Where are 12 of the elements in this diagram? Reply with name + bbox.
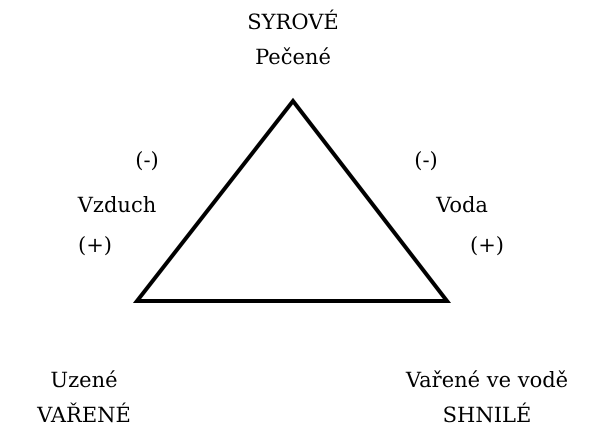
sign-label: (-)	[135, 148, 159, 172]
element-label: Voda	[436, 193, 488, 217]
category-label: SYROVÉ	[247, 10, 339, 34]
element-label: Vzduch	[78, 193, 156, 217]
category-label: VAŘENÉ	[37, 403, 131, 427]
category-label: Pečené	[255, 45, 331, 69]
sign-label: (+)	[78, 233, 112, 257]
category-label: Uzené	[50, 368, 118, 392]
category-label: Vařené ve vodě	[406, 368, 568, 392]
sign-label: (-)	[414, 148, 438, 172]
sign-label: (+)	[470, 233, 504, 257]
category-label: SHNILÉ	[442, 403, 532, 427]
